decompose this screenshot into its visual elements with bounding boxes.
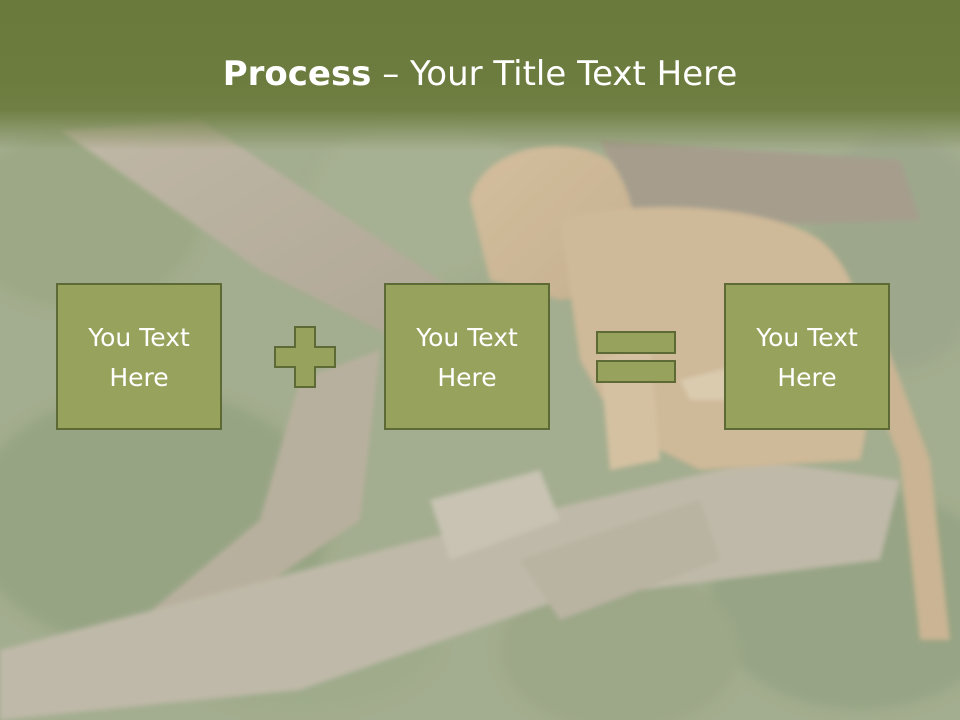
slide-title: Process – Your Title Text Here — [0, 52, 960, 96]
process-box-3-label: You Text Here — [756, 322, 858, 392]
title-band — [0, 0, 960, 150]
title-rest: – Your Title Text Here — [371, 54, 738, 94]
process-box-1-label: You Text Here — [88, 322, 190, 392]
plus-icon — [274, 326, 336, 388]
process-box-2-label: You Text Here — [416, 322, 518, 392]
title-bold: Process — [222, 54, 372, 94]
equals-icon — [596, 331, 676, 383]
process-box-1[interactable]: You Text Here — [56, 283, 222, 430]
process-box-3[interactable]: You Text Here — [724, 283, 890, 430]
process-box-2[interactable]: You Text Here — [384, 283, 550, 430]
